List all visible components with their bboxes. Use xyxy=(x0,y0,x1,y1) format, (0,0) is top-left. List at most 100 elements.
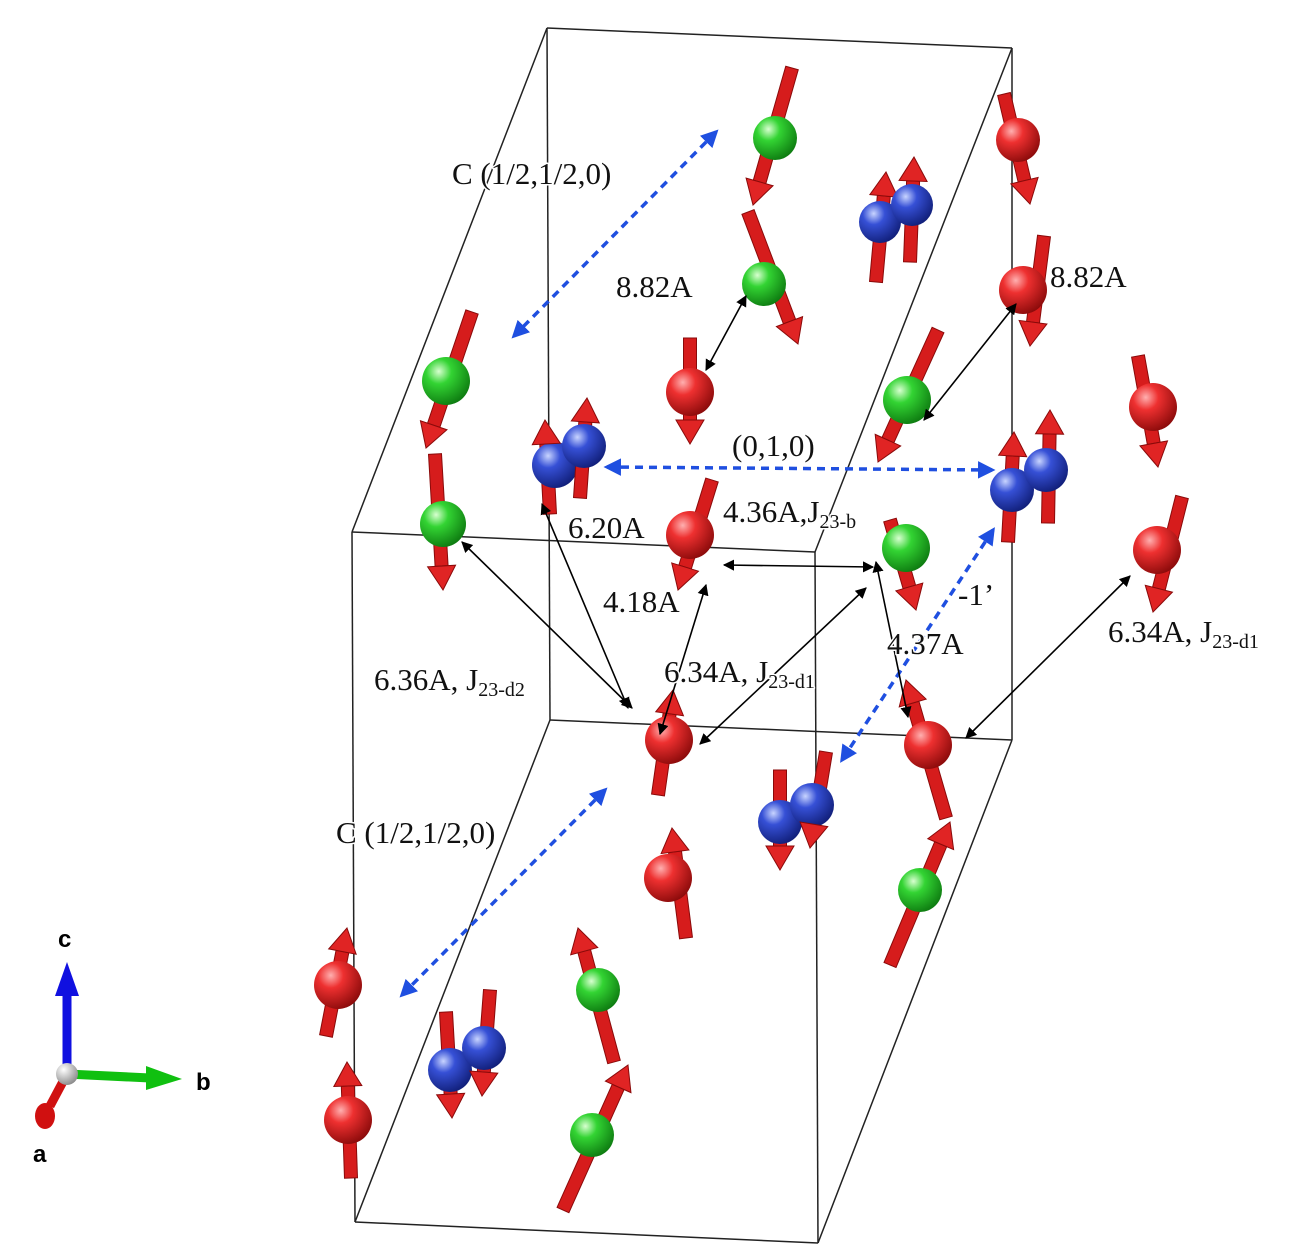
translation-arrow-c-top xyxy=(511,129,719,339)
red-atom-sphere xyxy=(1133,526,1181,574)
axis-b-shaft xyxy=(66,1069,151,1083)
blue-atom-up xyxy=(891,156,933,263)
green-atom-down xyxy=(556,1064,632,1214)
red-atom-sphere xyxy=(666,511,714,559)
label-620: 6.20A xyxy=(568,510,645,545)
red-atom-up xyxy=(324,1061,372,1179)
red-atom-sphere xyxy=(645,716,693,764)
blue-atom-sphere xyxy=(891,184,933,226)
blue-atom-sphere xyxy=(562,424,606,468)
blue-atom-up xyxy=(562,397,606,499)
moment-arrow-head xyxy=(1034,409,1065,435)
moment-arrow-head xyxy=(604,1064,632,1094)
red-atom-up xyxy=(898,679,953,821)
label-010: (0,1,0) xyxy=(732,428,815,463)
blue-atom-sphere xyxy=(990,468,1034,512)
axis-label-a: a xyxy=(33,1141,47,1168)
red-atom-sphere xyxy=(1129,383,1177,431)
red-atom-sphere xyxy=(314,961,362,1009)
label-882-right: 8.82A xyxy=(1050,259,1127,294)
blue-atom-down xyxy=(758,769,802,871)
moment-arrow-head xyxy=(569,927,599,956)
green-atom-down xyxy=(741,209,804,345)
moment-arrow-head xyxy=(419,420,448,449)
moment-arrow-head xyxy=(894,582,924,611)
moment-arrow-head xyxy=(531,419,562,446)
green-atom-up xyxy=(419,309,479,449)
blue-atom-down xyxy=(428,1011,472,1119)
green-atom-sphere xyxy=(753,116,797,160)
moment-arrow-head xyxy=(332,1061,363,1087)
red-atom-down xyxy=(666,337,714,445)
moment-arrow-head xyxy=(775,315,804,345)
moment-arrow-head xyxy=(426,564,457,591)
green-atom-sphere xyxy=(576,968,620,1012)
label-882-left: 8.82A xyxy=(616,269,693,304)
blue-atom-up xyxy=(531,419,578,515)
label-436: 4.36A,J23-b xyxy=(723,494,856,533)
moment-arrow-head xyxy=(660,827,690,855)
axis-c-head xyxy=(55,962,79,996)
translation-arrow-010 xyxy=(603,458,996,479)
label-c-bottom: C (1/2,1/2,0) xyxy=(336,815,495,850)
blue-atom-up xyxy=(859,171,901,284)
label-418: 4.18A xyxy=(603,584,680,619)
label-636: 6.36A, J23-d2 xyxy=(374,662,525,701)
label-634-mid: 6.34A, J23-d1 xyxy=(664,654,815,693)
blue-atom-sphere xyxy=(790,783,834,827)
moment-arrow-head xyxy=(799,821,829,849)
moment-arrow-head xyxy=(926,821,955,851)
green-atom-sphere xyxy=(570,1113,614,1157)
distance-arrow-418 xyxy=(657,583,709,736)
red-atom-down xyxy=(996,91,1040,205)
green-atom-sphere xyxy=(422,357,470,405)
red-atom-sphere xyxy=(996,118,1040,162)
green-atom-down xyxy=(874,326,945,463)
green-atom-down xyxy=(882,517,930,611)
moment-arrow-head xyxy=(1144,584,1174,613)
green-atom-down xyxy=(420,453,466,591)
red-atom-sphere xyxy=(324,1096,372,1144)
translation-arrow-c-bottom xyxy=(399,787,608,998)
red-atom-down xyxy=(999,234,1052,347)
moment-arrow-head xyxy=(671,562,700,591)
distance-arrow-436 xyxy=(722,559,875,573)
label-634-right: 6.34A, J23-d1 xyxy=(1108,614,1259,653)
blue-atom-down xyxy=(790,750,834,849)
green-atom-up xyxy=(569,927,621,1065)
green-atom-down xyxy=(883,821,955,969)
axis-origin xyxy=(56,1063,78,1085)
red-atom-sphere xyxy=(666,368,714,416)
moment-arrow-head xyxy=(1139,440,1169,468)
blue-atom-sphere xyxy=(462,1026,506,1070)
axis-label-b: b xyxy=(196,1069,211,1096)
green-atom-down xyxy=(745,65,799,206)
green-atom-sphere xyxy=(898,868,942,912)
distance-arrow-882-right xyxy=(923,303,1017,421)
blue-atom-sphere xyxy=(1024,448,1068,492)
moment-arrow-head xyxy=(1018,319,1048,347)
label-c-top: C (1/2,1/2,0) xyxy=(452,156,611,191)
axis-a-head xyxy=(35,1103,55,1129)
moment-arrow-head xyxy=(868,171,899,198)
blue-atom-down xyxy=(462,988,506,1097)
red-atom-down xyxy=(1133,494,1189,613)
moment-arrow-head xyxy=(1009,176,1039,205)
moment-arrow-head xyxy=(675,419,705,445)
red-atom-sphere xyxy=(644,854,692,902)
moment-arrow-head xyxy=(570,397,601,424)
green-atom-sphere xyxy=(742,262,786,306)
moment-arrow-head xyxy=(997,431,1028,458)
distance-arrow-882-left xyxy=(705,295,747,371)
red-atom-down xyxy=(1129,354,1177,468)
green-atom-sphere xyxy=(420,501,466,547)
axis-b-head xyxy=(146,1066,182,1090)
moment-arrow-head xyxy=(327,927,357,955)
moment-arrow-head xyxy=(435,1092,466,1119)
blue-atom-up xyxy=(1024,409,1068,524)
translation-arrow-inversion xyxy=(840,527,995,763)
label-inversion: -1’ xyxy=(958,577,994,612)
moment-arrow-head xyxy=(898,156,928,183)
distance-arrows xyxy=(461,295,1131,745)
red-atom-down xyxy=(666,477,719,591)
